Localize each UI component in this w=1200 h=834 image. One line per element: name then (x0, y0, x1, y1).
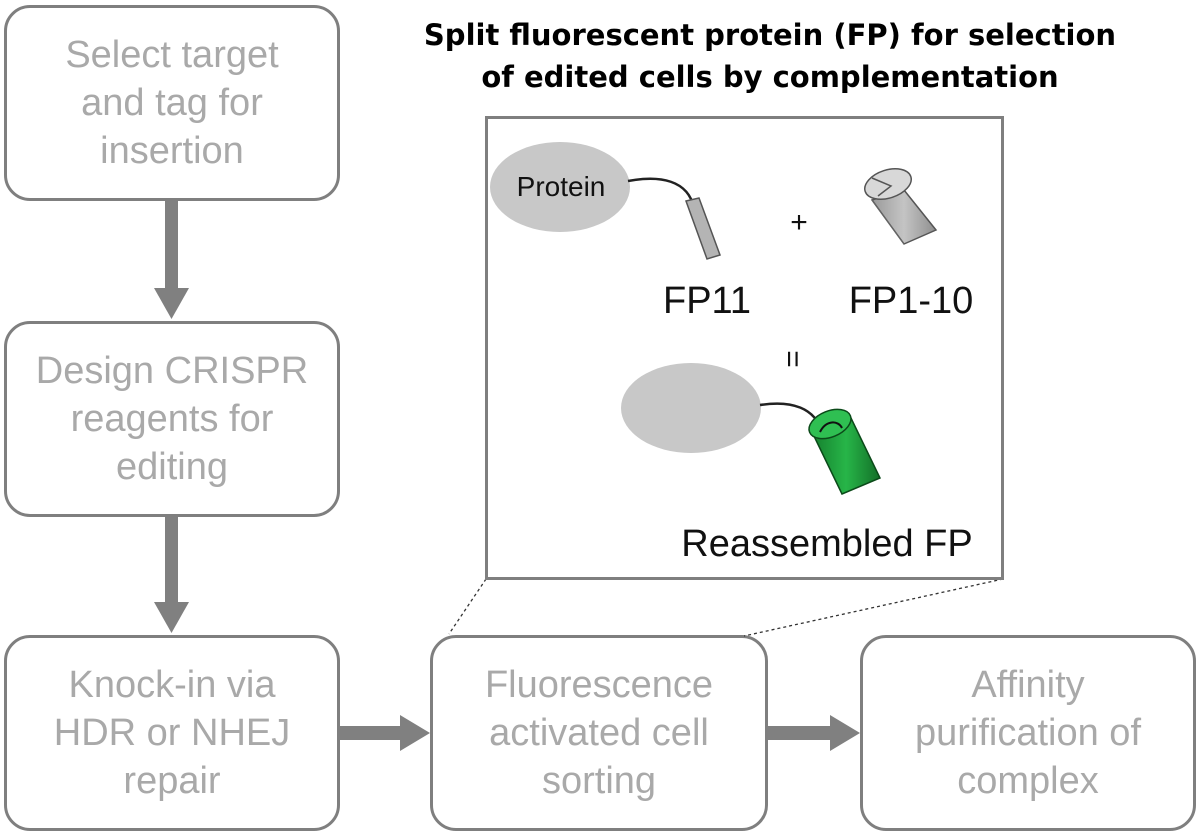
step-knock-in-label: Knock-in via HDR or NHEJ repair (53, 664, 291, 802)
step-design-crispr-label: Design CRISPR reagents for editing (35, 350, 309, 488)
fp1-10-barrel-icon (864, 168, 938, 245)
step-knock-in-box: Knock-in via HDR or NHEJ repair (4, 635, 340, 831)
zoom-line-left (448, 578, 487, 635)
arrow-design-to-knockin (154, 517, 189, 633)
step-select-target-label: Select target and tag for insertion (65, 34, 279, 172)
protein-ellipse-top (490, 142, 630, 232)
fp1-10-label: FP1-10 (849, 280, 974, 322)
arrow-knockin-to-facs (340, 715, 430, 751)
protein-label: Protein (517, 171, 606, 202)
equals-sign: = (776, 350, 809, 368)
step-affinity-box: Affinity purification of complex (860, 635, 1196, 831)
step-facs-label: Fluorescence activated cell sorting (484, 664, 714, 802)
linker-top (627, 177, 696, 209)
reassembled-fp-label: Reassembled FP (681, 523, 972, 565)
inset-title: Split fluorescent protein (FP) for selec… (423, 18, 1117, 94)
arrow-facs-to-affinity (768, 715, 860, 751)
step-design-crispr-box: Design CRISPR reagents for editing (4, 321, 340, 517)
plus-sign: + (790, 206, 808, 239)
step-facs-box: Fluorescence activated cell sorting (430, 635, 768, 831)
arrow-select-to-design (154, 201, 189, 319)
fp11-label: FP11 (663, 280, 751, 322)
protein-ellipse-bottom (621, 363, 761, 453)
reassembled-fp-barrel-icon (808, 408, 882, 495)
zoom-line-right (743, 578, 1004, 637)
step-affinity-label: Affinity purification of complex (914, 664, 1141, 802)
fp11-strand-icon (685, 197, 721, 260)
step-select-target-box: Select target and tag for insertion (4, 5, 340, 201)
